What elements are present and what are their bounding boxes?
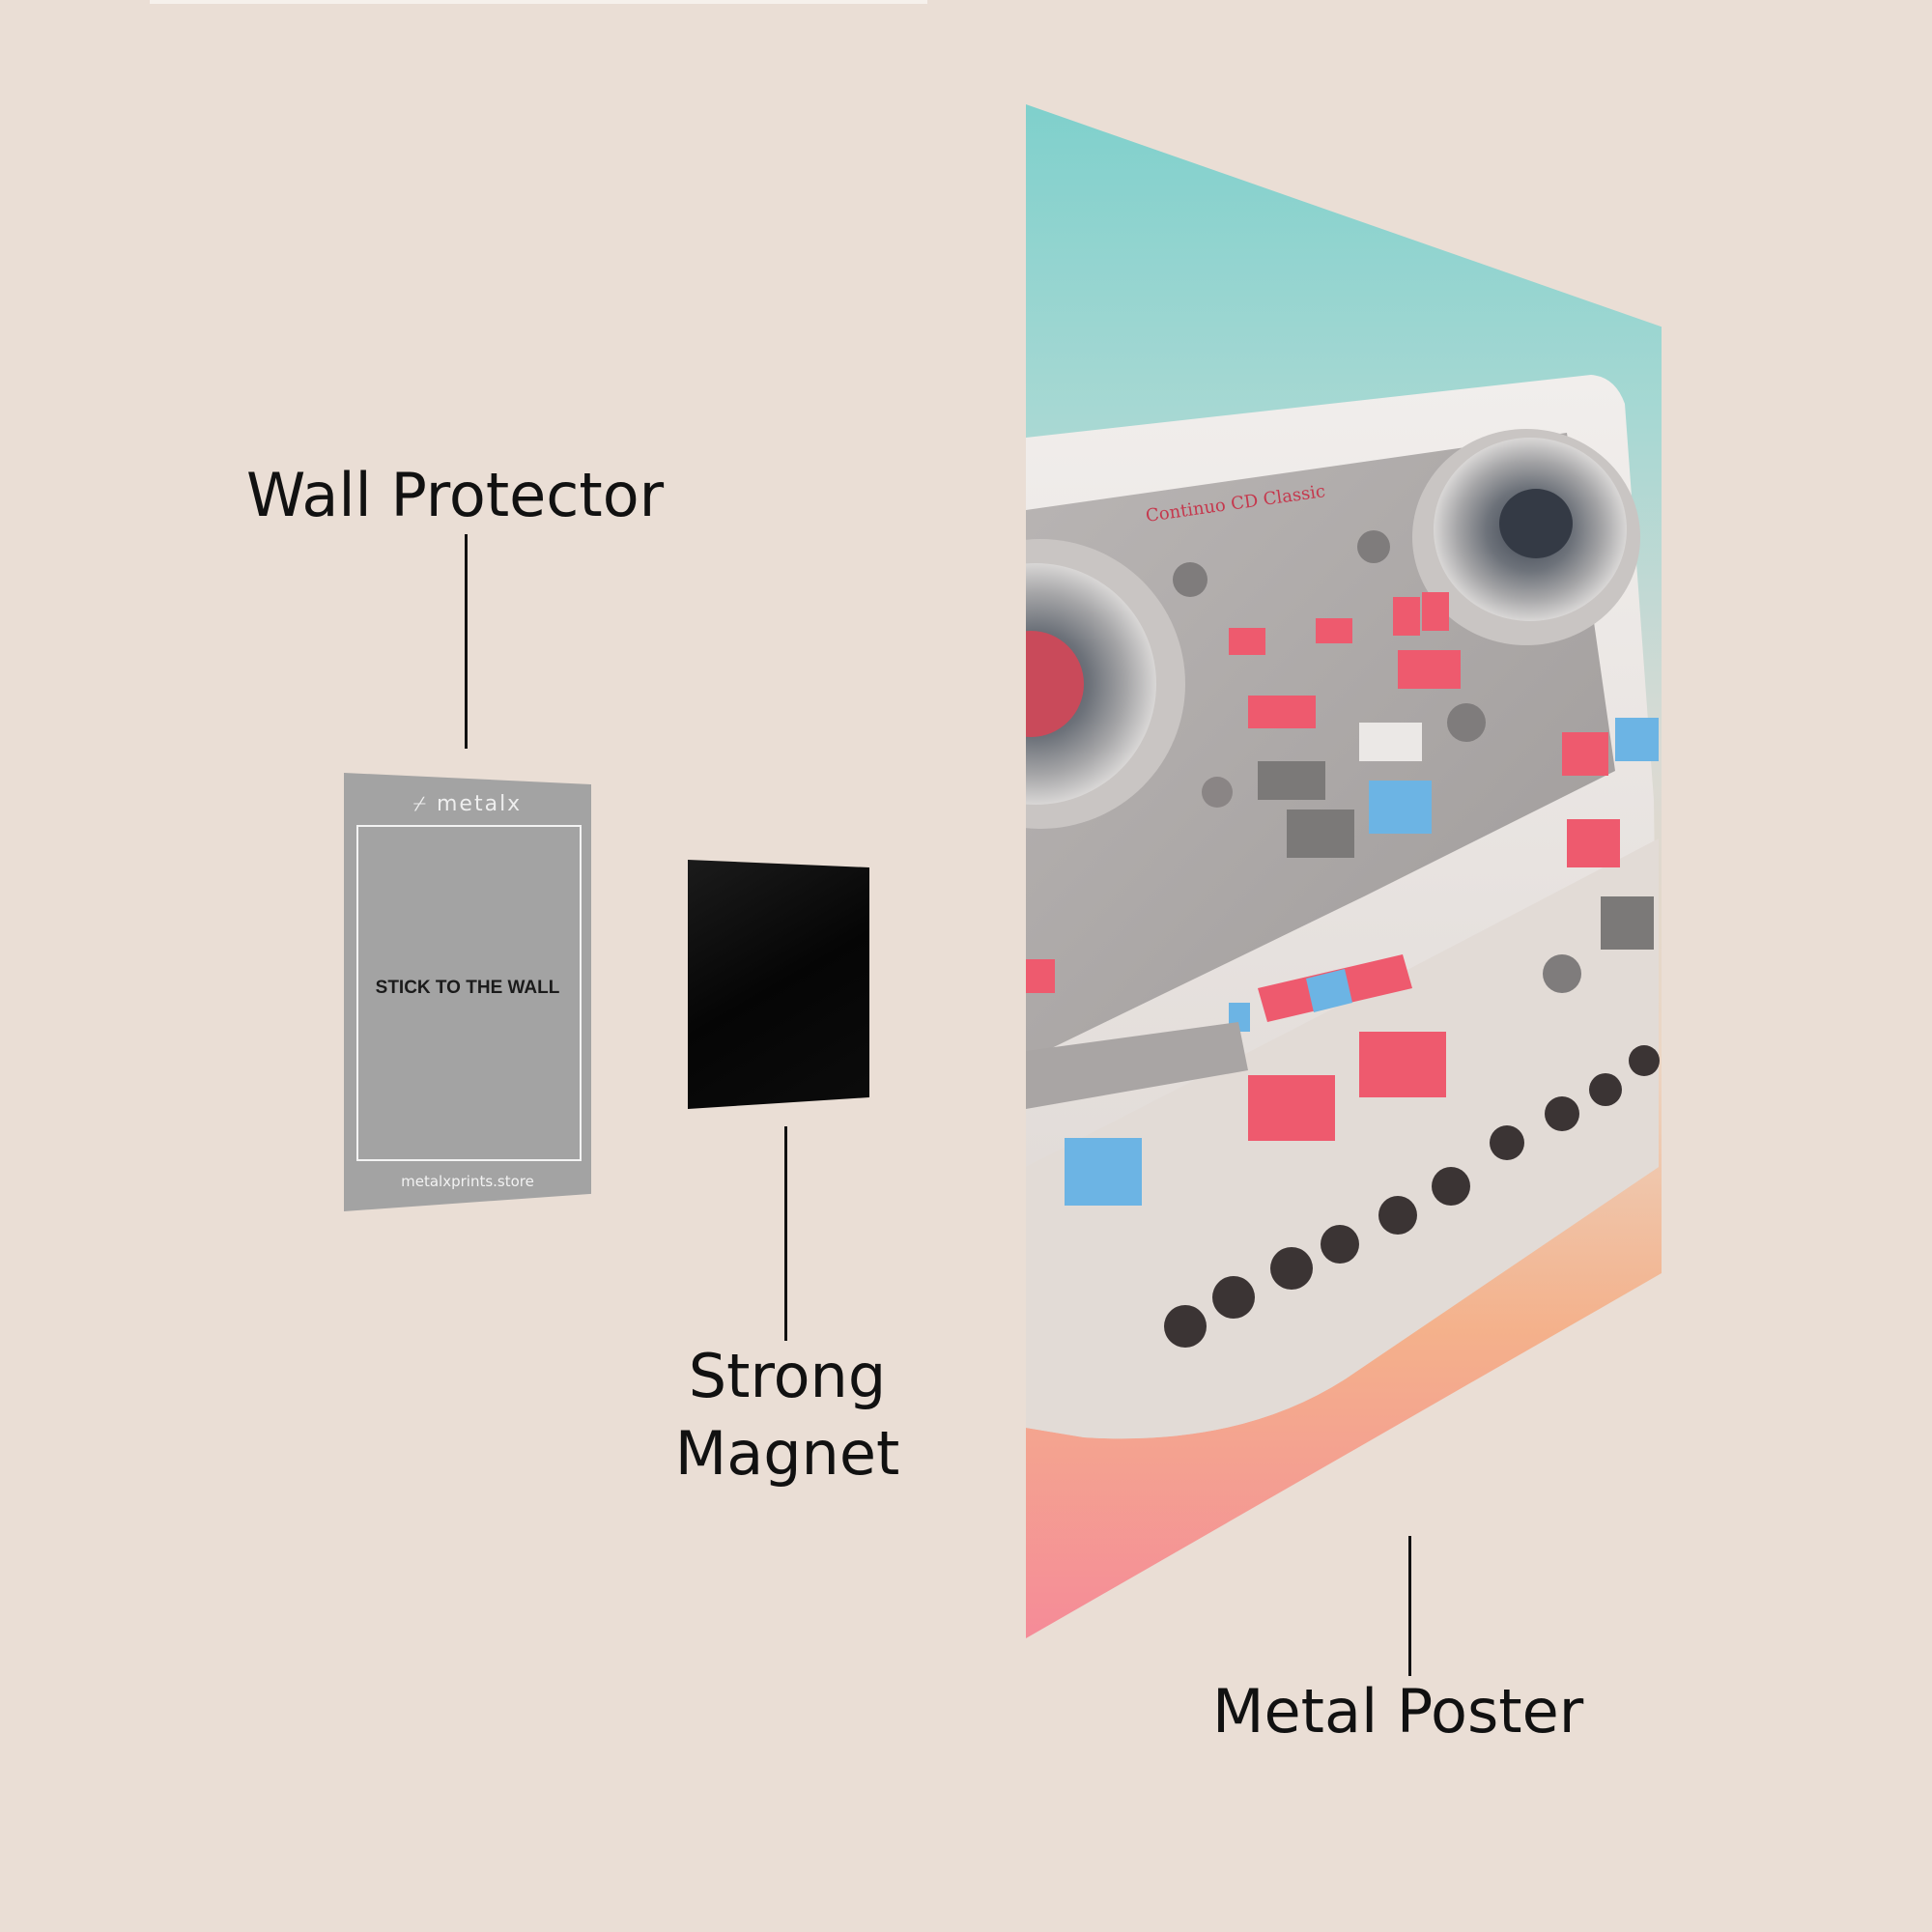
- speaker-right: [1412, 429, 1640, 645]
- protector-brand-logo: ⌿ metalx: [412, 792, 523, 816]
- protector-instruction: STICK TO THE WALL: [375, 978, 560, 998]
- protector-website: metalxprints.store: [401, 1173, 534, 1190]
- strong-magnet-leader-line: [784, 1126, 787, 1341]
- top-strip: [150, 0, 927, 4]
- wall-protector-label: Wall Protector: [246, 460, 665, 530]
- poster-artwork: Continuo CD Classic: [1026, 375, 1660, 1439]
- metal-poster-leader-line: [1408, 1536, 1411, 1676]
- device-jacks: [1164, 1045, 1660, 1348]
- device-pads: [1026, 592, 1659, 1206]
- strong-magnet-label: Strong Magnet: [642, 1338, 932, 1492]
- protector-frame: [356, 825, 582, 1161]
- metal-poster: Continuo CD Classic: [1026, 104, 1662, 1638]
- strong-magnet-label-line1: Strong: [688, 1341, 887, 1411]
- metal-poster-label: Metal Poster: [1212, 1676, 1584, 1747]
- wall-protector-card: ⌿ metalx STICK TO THE WALL metalxprints.…: [344, 773, 591, 1211]
- device-sliders: [1026, 954, 1412, 1109]
- wall-protector-leader-line: [465, 534, 468, 749]
- speaker-left: [1026, 539, 1185, 829]
- strong-magnet-label-line2: Magnet: [674, 1418, 900, 1489]
- strong-magnet: [688, 860, 869, 1109]
- device-knobs: [1173, 530, 1581, 993]
